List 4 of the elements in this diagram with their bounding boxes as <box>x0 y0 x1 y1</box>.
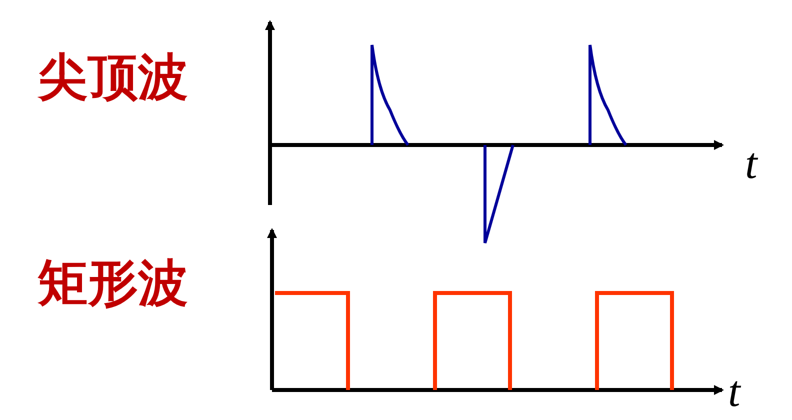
axis-label: t <box>728 370 740 414</box>
waveform-label: 尖顶波 <box>38 52 188 102</box>
axis-label: t <box>745 142 758 186</box>
waveform-label: 矩形波 <box>38 258 188 308</box>
